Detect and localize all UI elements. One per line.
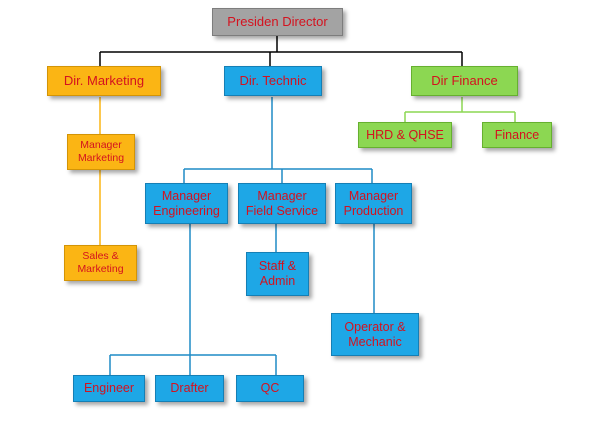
manager-field-service-node: Manager Field Service [238,183,326,224]
presiden-director-node: Presiden Director [212,8,343,36]
sales-marketing-node: Sales & Marketing [64,245,137,281]
dir-finance-node: Dir Finance [411,66,518,96]
dir-marketing-node: Dir. Marketing [47,66,161,96]
engineer-node: Engineer [73,375,145,402]
staff-admin-node: Staff & Admin [246,252,309,296]
operator-mechanic-node: Operator & Mechanic [331,313,419,356]
drafter-node: Drafter [155,375,224,402]
manager-marketing-node: Manager Marketing [67,134,135,170]
finance-node: Finance [482,122,552,148]
hrd-qhse-node: HRD & QHSE [358,122,452,148]
manager-engineering-node: Manager Engineering [145,183,228,224]
qc-node: QC [236,375,304,402]
manager-production-node: Manager Production [335,183,412,224]
dir-technic-node: Dir. Technic [224,66,322,96]
